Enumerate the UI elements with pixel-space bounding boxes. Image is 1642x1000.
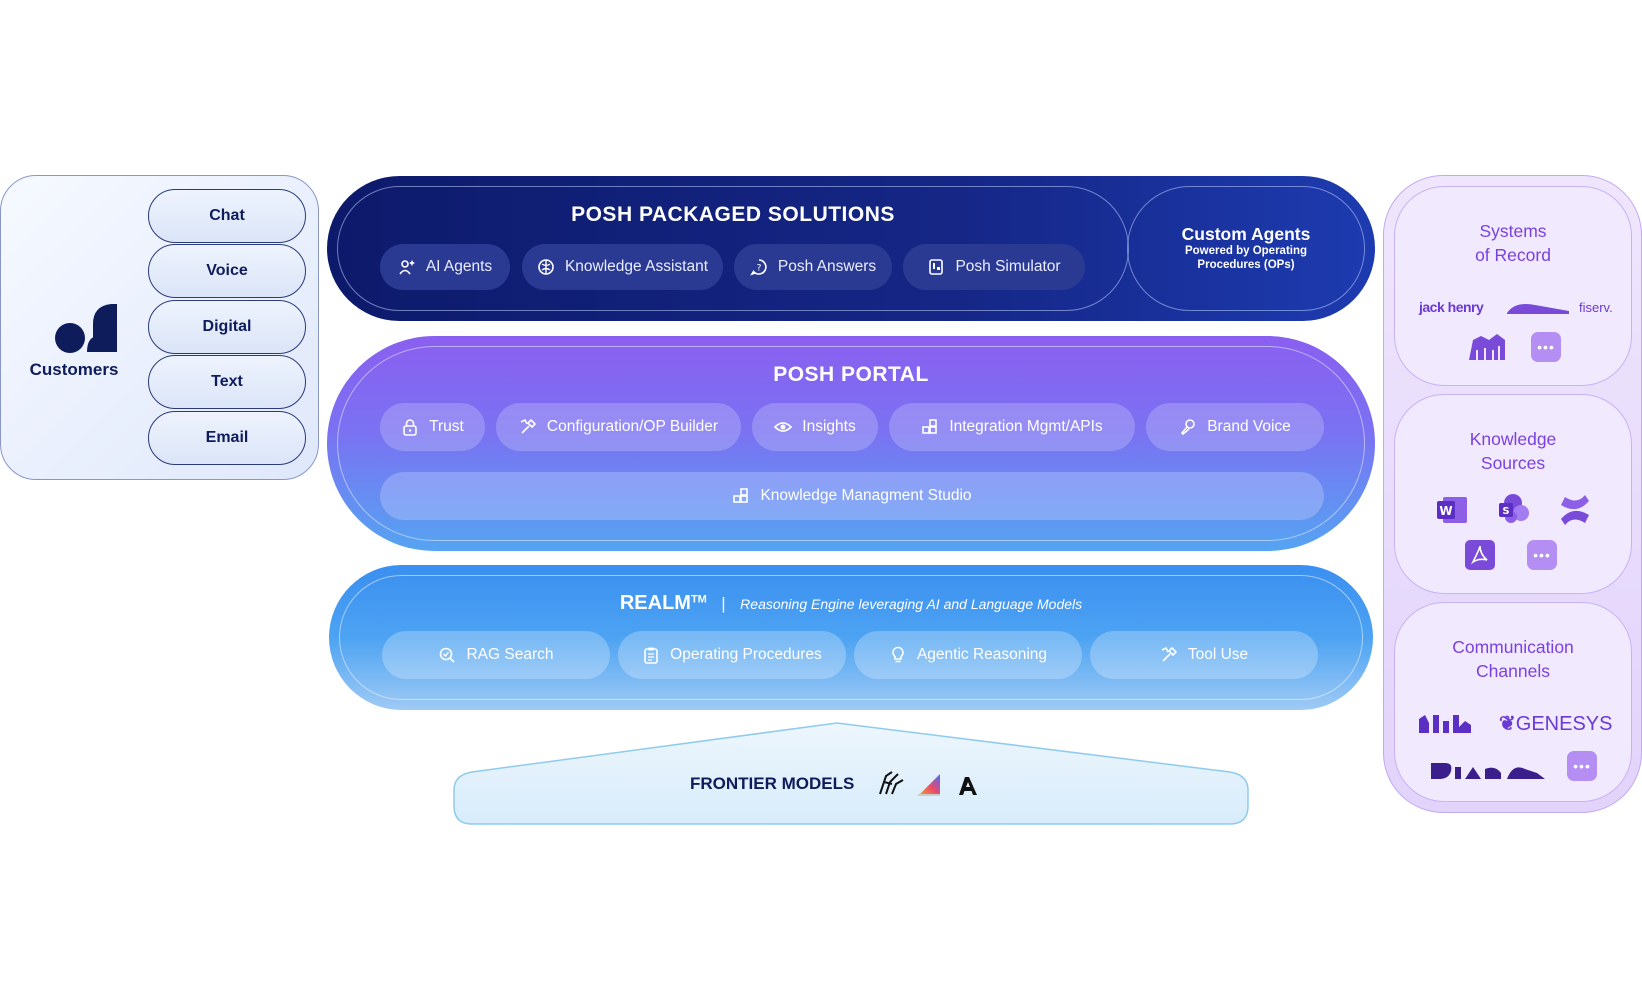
tools-icon (1160, 646, 1178, 664)
svg-text:W: W (1439, 504, 1452, 518)
sharepoint-icon: S (1499, 494, 1529, 523)
knowledge-management-studio-bar[interactable]: Knowledge Managment Studio (380, 472, 1324, 520)
blocks-icon (732, 487, 750, 505)
chat-question-icon: ? (750, 258, 768, 276)
word-icon: W (1437, 497, 1467, 523)
genesys-label: GENESYS (1515, 713, 1613, 735)
lock-icon (401, 418, 419, 436)
channel-email[interactable]: Email (148, 411, 306, 465)
model-logo-icon (879, 771, 904, 795)
more-systems-button[interactable]: ••• (1531, 332, 1561, 362)
operating-procedures-label: Operating Procedures (670, 646, 822, 663)
packaged-solutions-title: POSH PACKAGED SOLUTIONS (571, 203, 895, 226)
knowledge-title-line1: Knowledge (1469, 429, 1557, 449)
posh-portal-outline (337, 346, 1365, 541)
search-icon (438, 646, 456, 664)
channel-text[interactable]: Text (148, 355, 306, 409)
posh-simulator-pill[interactable]: Posh Simulator (903, 244, 1085, 290)
operating-procedures-pill[interactable]: Operating Procedures (618, 631, 846, 679)
posh-simulator-label: Posh Simulator (955, 258, 1061, 275)
posh-portal-title: POSH PORTAL (773, 363, 929, 386)
agentic-reasoning-label: Agentic Reasoning (916, 646, 1048, 663)
configuration-op-builder-label: Configuration/OP Builder (546, 418, 719, 435)
ai-agents-label: AI Agents (425, 258, 493, 275)
integration-mgmt-apis-pill[interactable]: Integration Mgmt/APIs (889, 403, 1135, 451)
svg-text:?: ? (757, 264, 762, 274)
channel-voice[interactable]: Voice (148, 244, 306, 298)
contact-center-logo-icon (1419, 715, 1471, 733)
svg-text:S: S (1502, 506, 1509, 517)
realm-trademark: TM (690, 593, 707, 606)
realm-separator: | (721, 594, 726, 613)
brand-voice-label: Brand Voice (1207, 418, 1291, 435)
insights-pill[interactable]: Insights (752, 403, 878, 451)
communication-title-line1: Communication (1452, 637, 1574, 657)
clipboard-icon (642, 646, 660, 664)
eye-icon (774, 418, 793, 436)
rag-search-label: RAG Search (466, 646, 554, 663)
systems-title-line2: of Record (1475, 245, 1551, 265)
knowledge-assistant-label: Knowledge Assistant (564, 258, 709, 275)
fiserv-logo: fiserv. (1579, 300, 1613, 315)
knowledge-sources-card: Knowledge Sources W S ••• (1394, 394, 1632, 594)
channel-digital[interactable]: Digital (148, 300, 306, 354)
systems-of-record-card: Systems of Record jack henry fiserv. ••• (1394, 186, 1632, 386)
genesys-logo: ❦GENESYS (1499, 713, 1613, 735)
bank-building-icon (1469, 334, 1505, 360)
blocks-icon (921, 418, 939, 436)
brain-icon (537, 258, 555, 276)
systems-title-line1: Systems (1479, 221, 1547, 241)
trust-label: Trust (429, 418, 464, 435)
telephony-logo-icon (1431, 763, 1545, 779)
customers-panel: Customers Chat Voice Digital Text Email (0, 175, 319, 480)
jack-henry-logo: jack henry (1419, 299, 1484, 315)
insights-label: Insights (802, 418, 856, 435)
custom-agents-subtitle: Powered by Operating Procedures (OPs) (1184, 245, 1308, 271)
tool-use-pill[interactable]: Tool Use (1090, 631, 1318, 679)
realm-title: REALM (619, 592, 691, 614)
trust-pill[interactable]: Trust (380, 403, 485, 451)
configuration-op-builder-pill[interactable]: Configuration/OP Builder (496, 403, 741, 451)
posh-answers-label: Posh Answers (777, 258, 877, 275)
communication-title-line2: Channels (1476, 661, 1550, 681)
ai-agents-pill[interactable]: AI Agents (380, 244, 510, 290)
sparkle-person-icon (398, 258, 416, 276)
more-channels-button[interactable]: ••• (1567, 751, 1597, 781)
custom-agents-title: Custom Agents (1181, 224, 1311, 244)
agentic-reasoning-pill[interactable]: Agentic Reasoning (854, 631, 1082, 679)
frontier-models-label: FRONTIER MODELS (690, 774, 855, 793)
brand-voice-pill[interactable]: Brand Voice (1146, 403, 1324, 451)
rag-search-pill[interactable]: RAG Search (382, 631, 610, 679)
realm-heading: REALMTM | Reasoning Engine leveraging AI… (339, 592, 1363, 615)
realm-outline (339, 575, 1363, 700)
posh-portal-layer (327, 336, 1375, 551)
microphone-icon (1179, 418, 1197, 436)
knowledge-assistant-pill[interactable]: Knowledge Assistant (522, 244, 723, 290)
simulator-icon (927, 258, 945, 276)
channel-chat[interactable]: Chat (148, 189, 306, 243)
knowledge-title-line2: Sources (1480, 453, 1546, 473)
realm-subtitle: Reasoning Engine leveraging AI and Langu… (740, 596, 1083, 612)
tools-icon (519, 418, 537, 436)
communication-channels-card: Communication Channels ❦GENESYS ••• (1394, 602, 1632, 802)
confluence-icon (1561, 495, 1589, 525)
knowledge-management-studio-label: Knowledge Managment Studio (760, 487, 972, 504)
bank-logo-icon (1507, 304, 1569, 314)
customers-icon (55, 304, 117, 353)
posh-answers-pill[interactable]: ? Posh Answers (734, 244, 892, 290)
pdf-icon (1465, 540, 1495, 570)
more-knowledge-button[interactable]: ••• (1527, 540, 1557, 570)
anthropic-logo-icon (959, 777, 977, 795)
tool-use-label: Tool Use (1187, 646, 1249, 663)
gradient-model-logo-icon (918, 774, 940, 796)
integration-mgmt-apis-label: Integration Mgmt/APIs (949, 418, 1103, 435)
custom-agents-outline (1127, 186, 1365, 311)
customers-label: Customers (29, 360, 119, 379)
frontier-models-base (453, 722, 1249, 825)
lightbulb-icon (889, 646, 907, 664)
realm-layer (329, 565, 1373, 710)
